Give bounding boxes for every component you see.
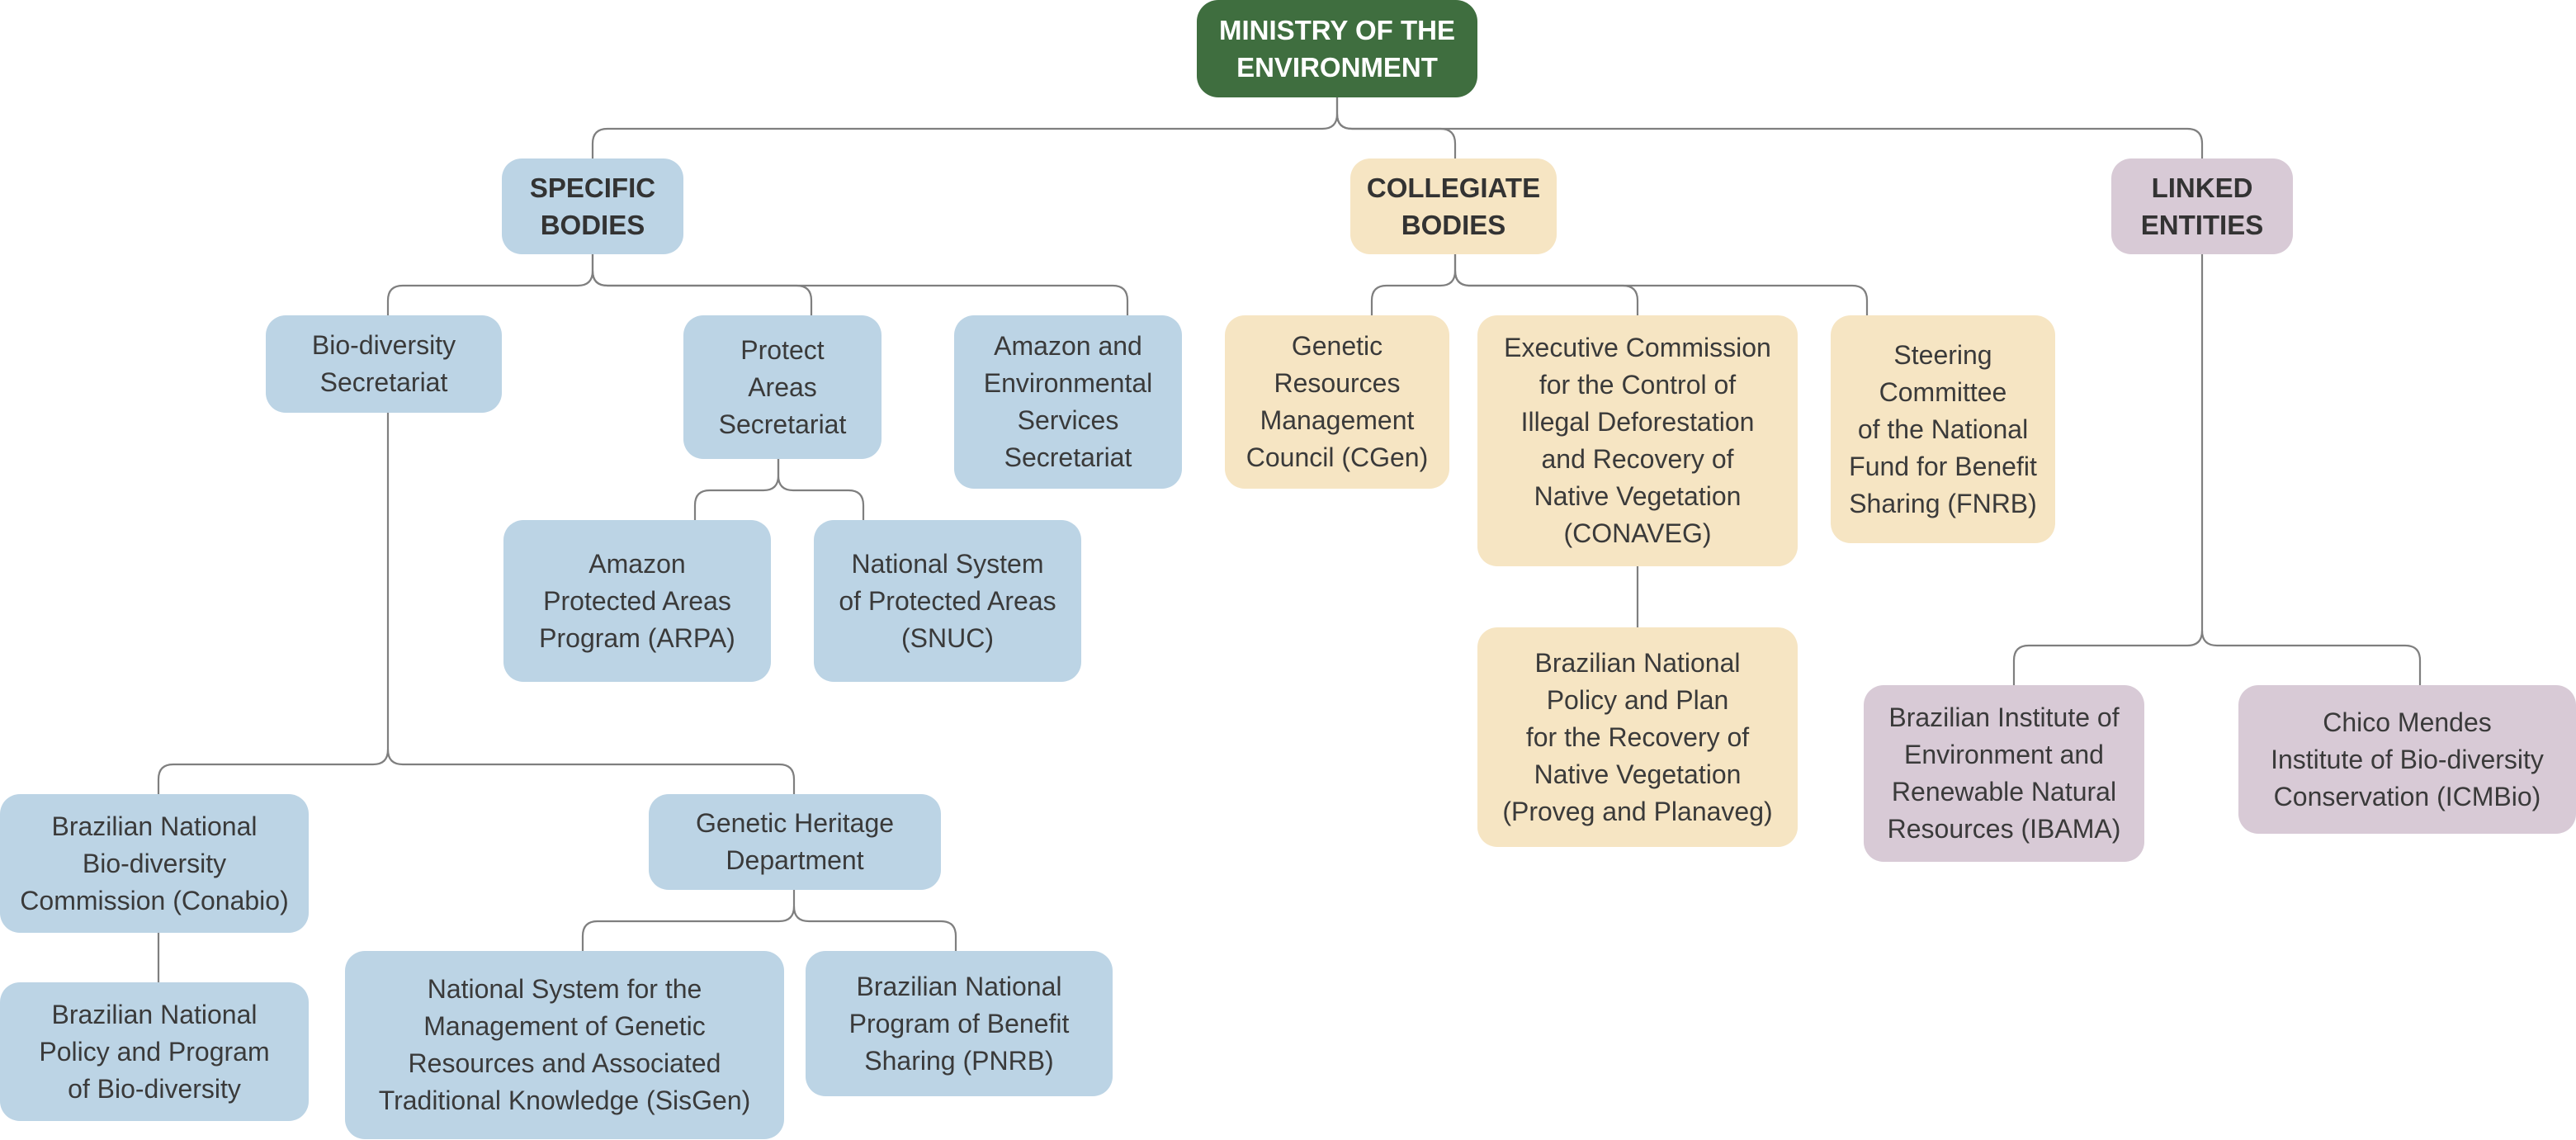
connector-specific-biodiversity [386,254,594,315]
connector-root-linked [1335,113,2204,158]
fnrb-node: Steering Committee of the National Fund … [1831,315,2055,543]
genetic-heritage-node: Genetic Heritage Department [649,794,941,890]
proveg-node: Brazilian National Policy and Plan for t… [1477,627,1798,847]
amazon-secretariat-node: Amazon and Environmental Services Secret… [954,315,1182,489]
connector-biodiversity-conabio [157,413,390,794]
sisgen-node: National System for the Management of Ge… [345,951,784,1139]
collegiate-bodies-node: COLLEGIATE BODIES [1350,158,1557,254]
arpa-node: Amazon Protected Areas Program (ARPA) [503,520,771,682]
ministry-node: MINISTRY OF THE ENVIRONMENT [1197,0,1477,97]
conaveg-node: Executive Commission for the Control of … [1477,315,1798,566]
linked-entities-node: LINKED ENTITIES [2111,158,2293,254]
snuc-node: National System of Protected Areas (SNUC… [814,520,1081,682]
connector-linked-icmbio [2200,630,2422,685]
ibama-node: Brazilian Institute of Environment and R… [1864,685,2144,862]
connector-specific-amazon [591,270,1129,315]
connector-biodiversity-genetic [386,749,796,794]
connector-root-specific [591,97,1339,158]
specific-bodies-node: SPECIFIC BODIES [502,158,683,254]
connector-protect-arpa [693,459,780,520]
biodiversity-secretariat-node: Bio-diversity Secretariat [266,315,502,413]
connector-genetic-pnrb [792,906,957,951]
connector-protect-snuc [777,459,865,520]
connector-collegiate-cgen [1370,254,1457,315]
protect-areas-secretariat-node: Protect Areas Secretariat [683,315,882,459]
connector-collegiate-fnrb [1453,270,1869,315]
connector-genetic-sisgen [581,890,796,951]
conabio-node: Brazilian National Bio-diversity Commiss… [0,794,309,933]
cgen-node: Genetic Resources Management Council (CG… [1225,315,1449,489]
biodiversity-policy-node: Brazilian National Policy and Program of… [0,982,309,1121]
icmbio-node: Chico Mendes Institute of Bio-diversity … [2238,685,2576,834]
pnrb-node: Brazilian National Program of Benefit Sh… [806,951,1113,1096]
connector-linked-ibama [2012,254,2204,685]
